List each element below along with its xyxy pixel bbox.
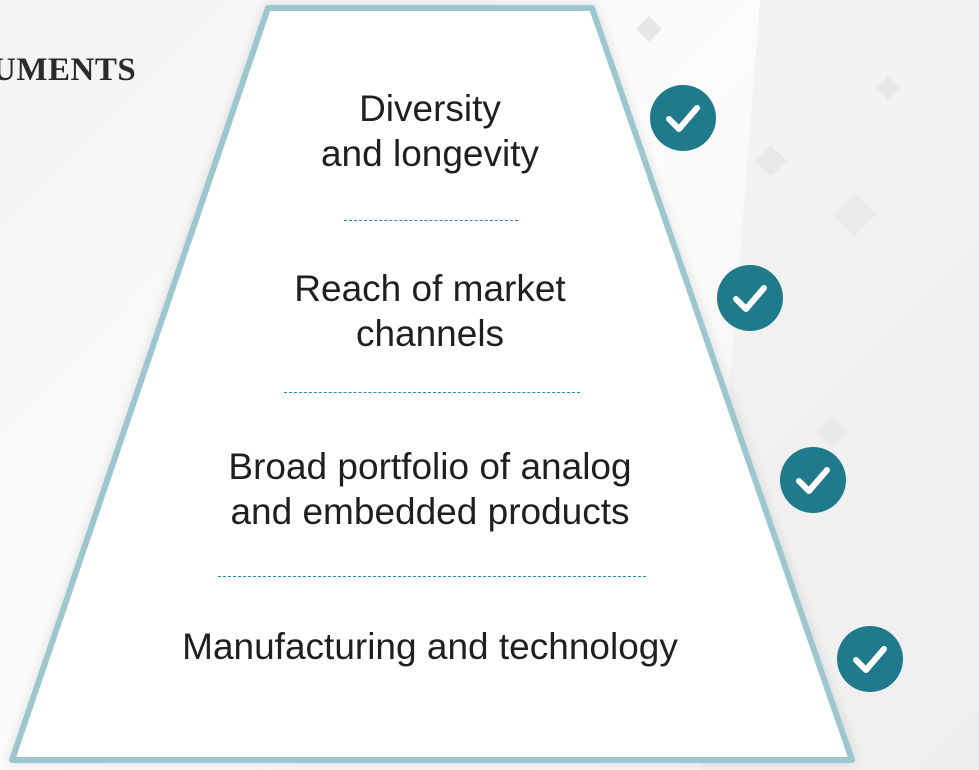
pyramid-item-manufacturing: Manufacturing and technology <box>182 626 678 667</box>
divider-1 <box>344 220 518 221</box>
pyramid-item-portfolio: Broad portfolio of analog and embedded p… <box>228 446 632 532</box>
pyramid-item-diversity: Diversity and longevity <box>320 88 540 174</box>
checkmark-icon <box>837 626 903 692</box>
checkmark-icon <box>780 447 846 513</box>
checkmark-icon <box>717 265 783 331</box>
pyramid-item-reach: Reach of market channels <box>294 268 566 354</box>
checkmark-icon <box>650 85 716 151</box>
slide-heading: UMENTS <box>0 52 137 88</box>
divider-3 <box>218 576 646 577</box>
divider-2 <box>284 392 580 393</box>
